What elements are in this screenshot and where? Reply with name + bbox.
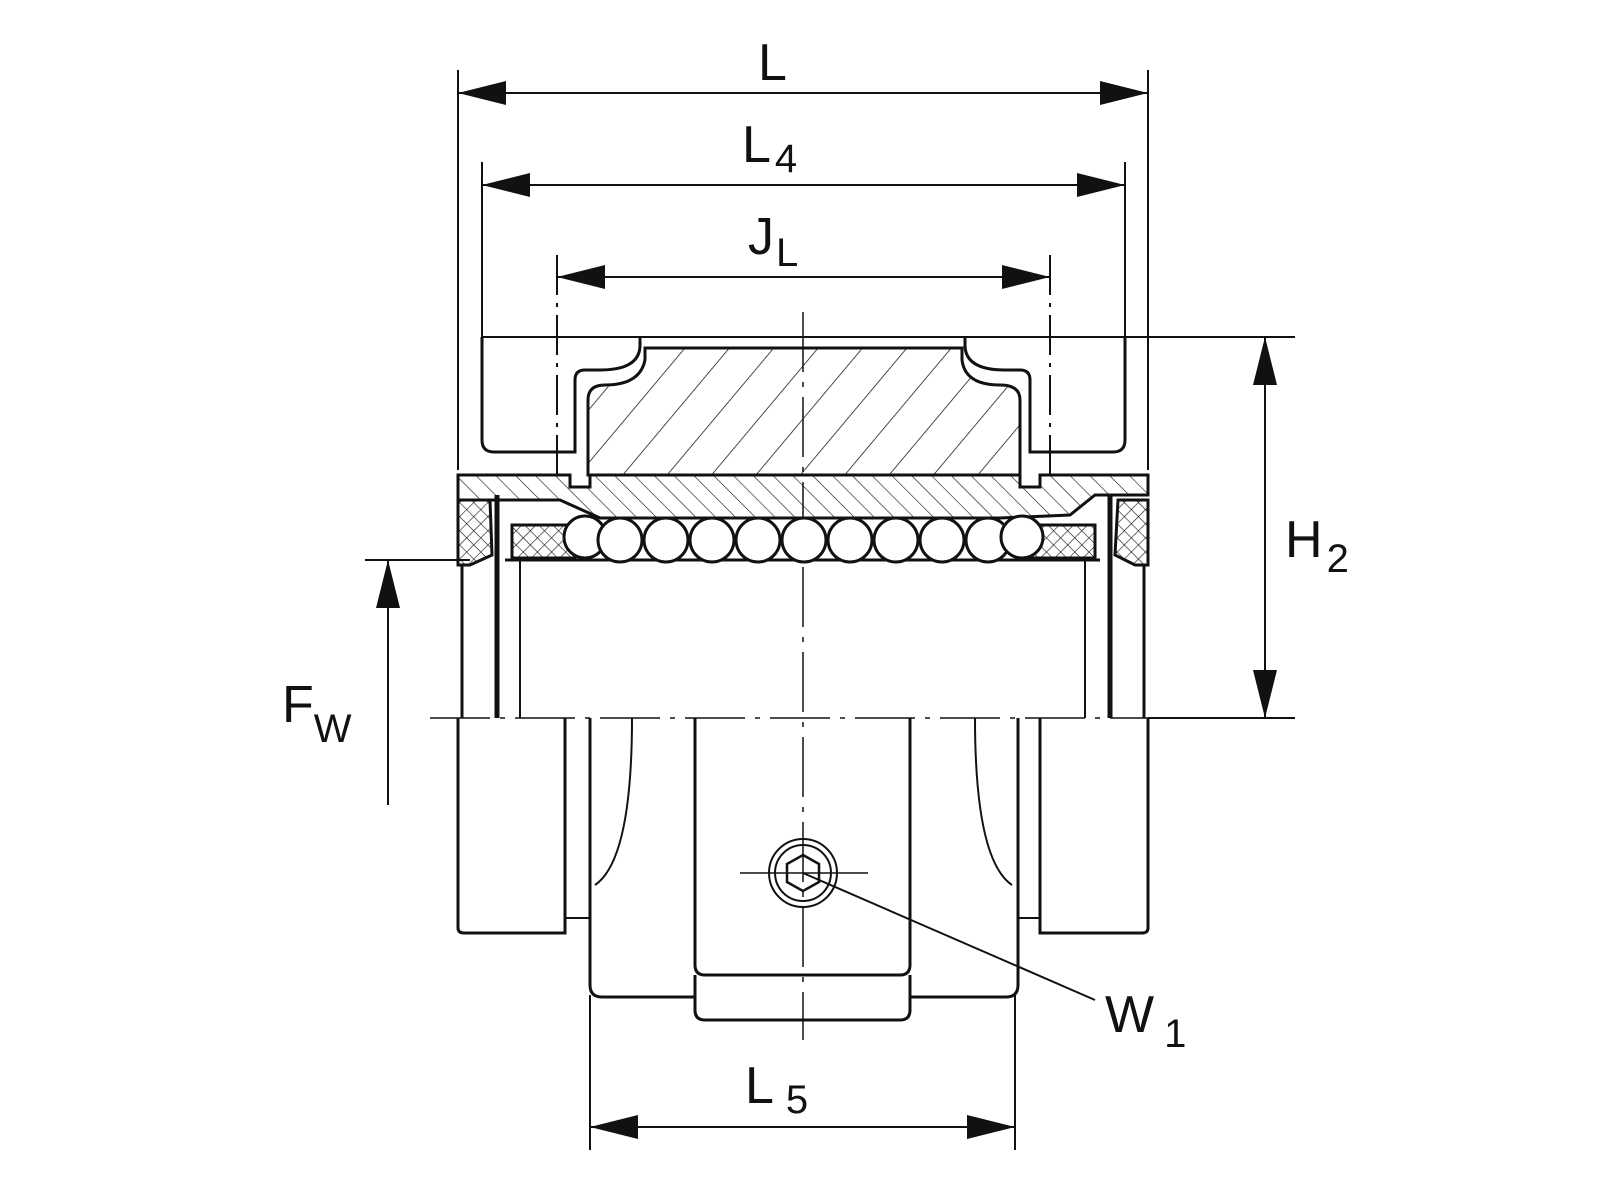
ball-row (562, 514, 1045, 564)
housing-flange-right (1038, 718, 1150, 935)
carriage-left (480, 337, 642, 454)
guide-block (586, 346, 1022, 477)
housing-flange-left (456, 718, 567, 935)
label-JL: JL (748, 208, 798, 275)
label-FW: FW (282, 676, 352, 751)
housing-center (693, 718, 912, 977)
label-L: L (758, 34, 787, 92)
leader-line-W1 (802, 872, 1096, 1001)
seal-right (1113, 498, 1150, 567)
bearing-sleeve (456, 473, 1150, 520)
seal-left (456, 498, 494, 567)
